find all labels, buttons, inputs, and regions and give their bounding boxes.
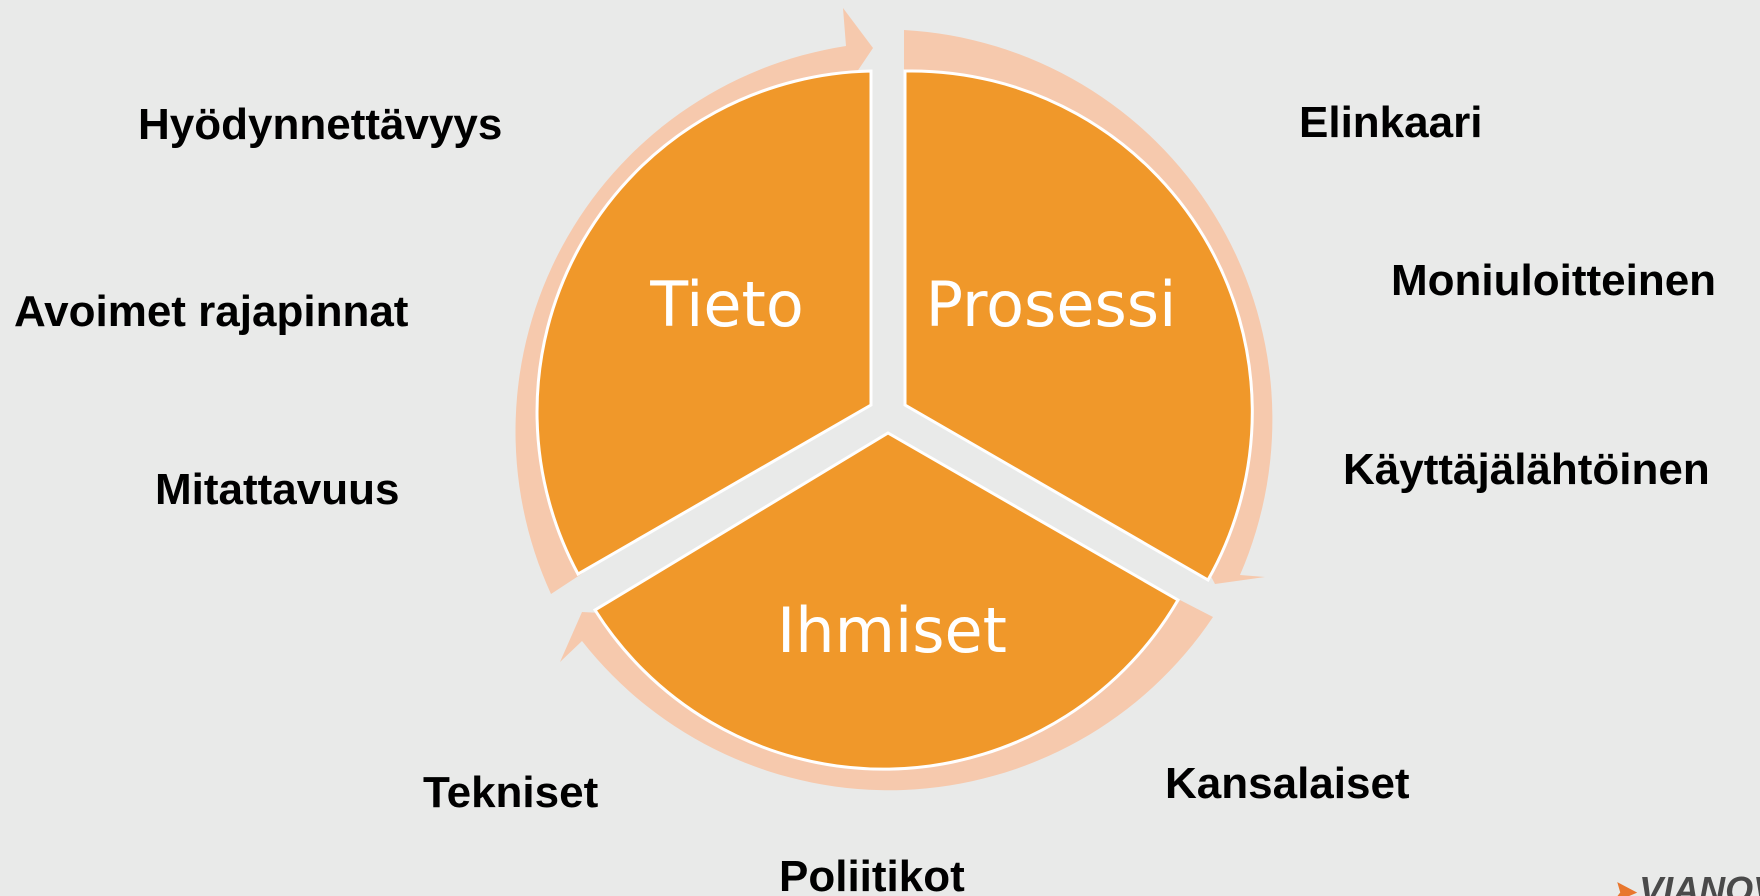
ring-arrow-prosessi [904,30,1273,584]
keyword-hyodynnettavyys: Hyödynnettävyys [138,100,503,149]
keyword-kayttajalahtoinen: Käyttäjälähtöinen [1343,445,1710,494]
segment-label-tieto: Tieto [649,268,804,341]
segment-tieto [535,69,873,577]
keyword-tekniset: Tekniset [423,768,599,817]
vianova-logo: ➤VIANOVA [1610,872,1760,896]
vianova-logo-text: VIANOVA [1639,869,1760,896]
segment-label-prosessi: Prosessi [926,268,1177,341]
segments [535,69,1254,771]
keyword-poliitikot: Poliitikot [779,852,965,896]
keyword-kansalaiset: Kansalaiset [1165,759,1410,808]
ring-arrow-ihmiset [560,600,1213,791]
vianova-logo-mark-icon: ➤ [1610,876,1636,896]
keyword-mitattavuus: Mitattavuus [155,465,400,514]
segment-label-ihmiset: Ihmiset [777,594,1007,667]
segment-ihmiset [592,431,1181,771]
keyword-avoimet-rajapinnat: Avoimet rajapinnat [14,287,409,336]
keyword-elinkaari: Elinkaari [1299,98,1483,147]
segment-prosessi [903,69,1254,583]
keyword-moniuloitteinen: Moniuloitteinen [1391,256,1717,305]
